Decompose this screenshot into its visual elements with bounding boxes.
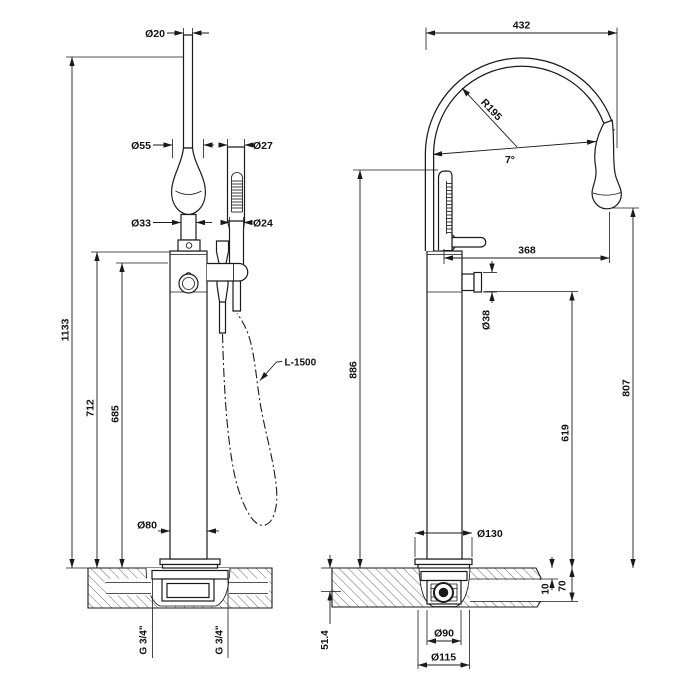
side-column-body [426, 250, 463, 560]
side-handshower [437, 170, 453, 250]
front-spout-tube [182, 34, 194, 149]
dim-handle-diameter: Ø24 [253, 218, 273, 230]
side-handshower-ribs [446, 183, 452, 233]
front-handshower-holder [207, 262, 249, 282]
front-holder-post [215, 240, 230, 265]
dim-base-plate-diameter: Ø130 [477, 528, 503, 540]
dim-outlet-diameter: Ø38 [481, 310, 493, 330]
side-mount-flange [420, 570, 468, 582]
dim-handshower-height: 886 [348, 361, 360, 379]
front-hose-loop [221, 313, 278, 526]
dim-recess-depth: 70 [558, 580, 569, 592]
side-spout [424, 57, 622, 251]
side-view: 432 R195 7° 368 Ø38 886 619 [320, 20, 639, 669]
dim-column-top-height: 712 [85, 399, 97, 417]
dim-outlet-height: 619 [560, 424, 572, 442]
dim-recess-outer-diameter: Ø115 [431, 652, 456, 664]
front-view: Ø20 Ø55 Ø27 Ø33 Ø24 [60, 28, 317, 658]
front-handshower-ribs [231, 178, 243, 213]
front-spout-neck [180, 213, 197, 241]
dim-total-height: 1133 [60, 318, 72, 341]
dim-hose-length: L-1500 [285, 358, 317, 369]
side-base-plate [414, 558, 473, 566]
dim-spout-outlet-height: 807 [621, 379, 633, 397]
dim-spout-tip-diameter: Ø20 [145, 28, 165, 40]
dim-recess-step: 10 [541, 583, 552, 595]
dim-handshower-diameter: Ø27 [253, 140, 273, 152]
side-outlet [461, 271, 483, 293]
dim-spout-angle: 7° [505, 154, 515, 166]
front-base-plate [159, 558, 221, 566]
front-handle-tail [232, 280, 242, 312]
dim-connection-left: G 3/4" [139, 625, 150, 654]
dim-spout-projection: 368 [518, 245, 536, 257]
front-spout-mount [177, 239, 201, 252]
front-dimensions: Ø20 Ø55 Ø27 Ø33 Ø24 [60, 28, 317, 658]
dim-holder-height: 685 [110, 405, 122, 423]
side-dimensions: 432 R195 7° 368 Ø38 886 619 [320, 20, 639, 669]
dim-connection-right: G 3/4" [215, 625, 226, 654]
dim-spout-width: 432 [513, 20, 531, 32]
dim-recess-inner-diameter: Ø90 [434, 628, 454, 640]
front-column-body [169, 250, 208, 560]
side-spout-head [591, 119, 622, 210]
front-mount-flange [151, 569, 229, 580]
front-handshower [207, 146, 278, 526]
dim-spout-neck-diameter: Ø33 [131, 218, 151, 230]
dim-column-diameter: Ø80 [137, 520, 157, 532]
side-column [414, 233, 487, 569]
front-diverter-knob [178, 273, 199, 294]
dim-floor-thickness: 51.4 [320, 630, 331, 650]
front-floor [87, 567, 273, 609]
dim-spout-body-diameter: Ø55 [131, 140, 151, 152]
front-hose-connector [216, 280, 229, 334]
side-floor [331, 567, 573, 608]
